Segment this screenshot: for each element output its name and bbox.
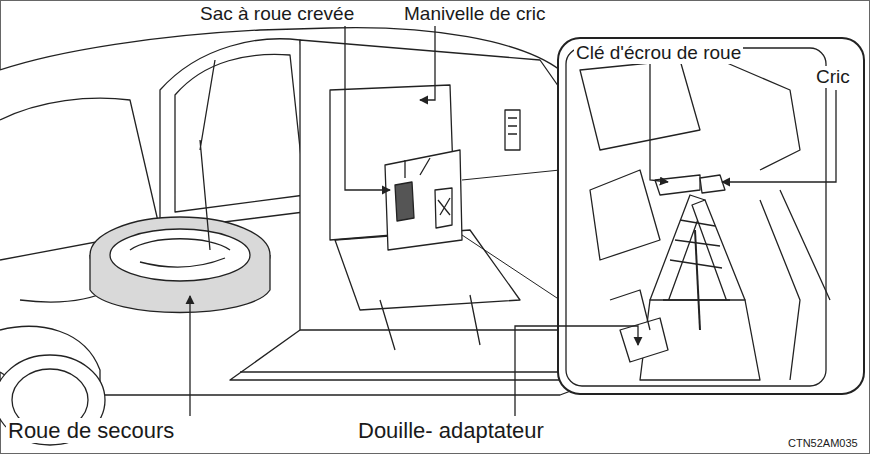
part-label: Manivelle de cric <box>402 3 548 25</box>
part-label: Cric <box>814 66 852 88</box>
part-label: Douille- adaptateur <box>356 418 546 443</box>
part-label: Sac à roue crevée <box>198 3 356 25</box>
part-label: Clé d'écrou de roue <box>574 42 743 64</box>
part-label: Roue de secours <box>6 418 176 443</box>
figure-code: CTN52AM035 <box>786 437 860 450</box>
